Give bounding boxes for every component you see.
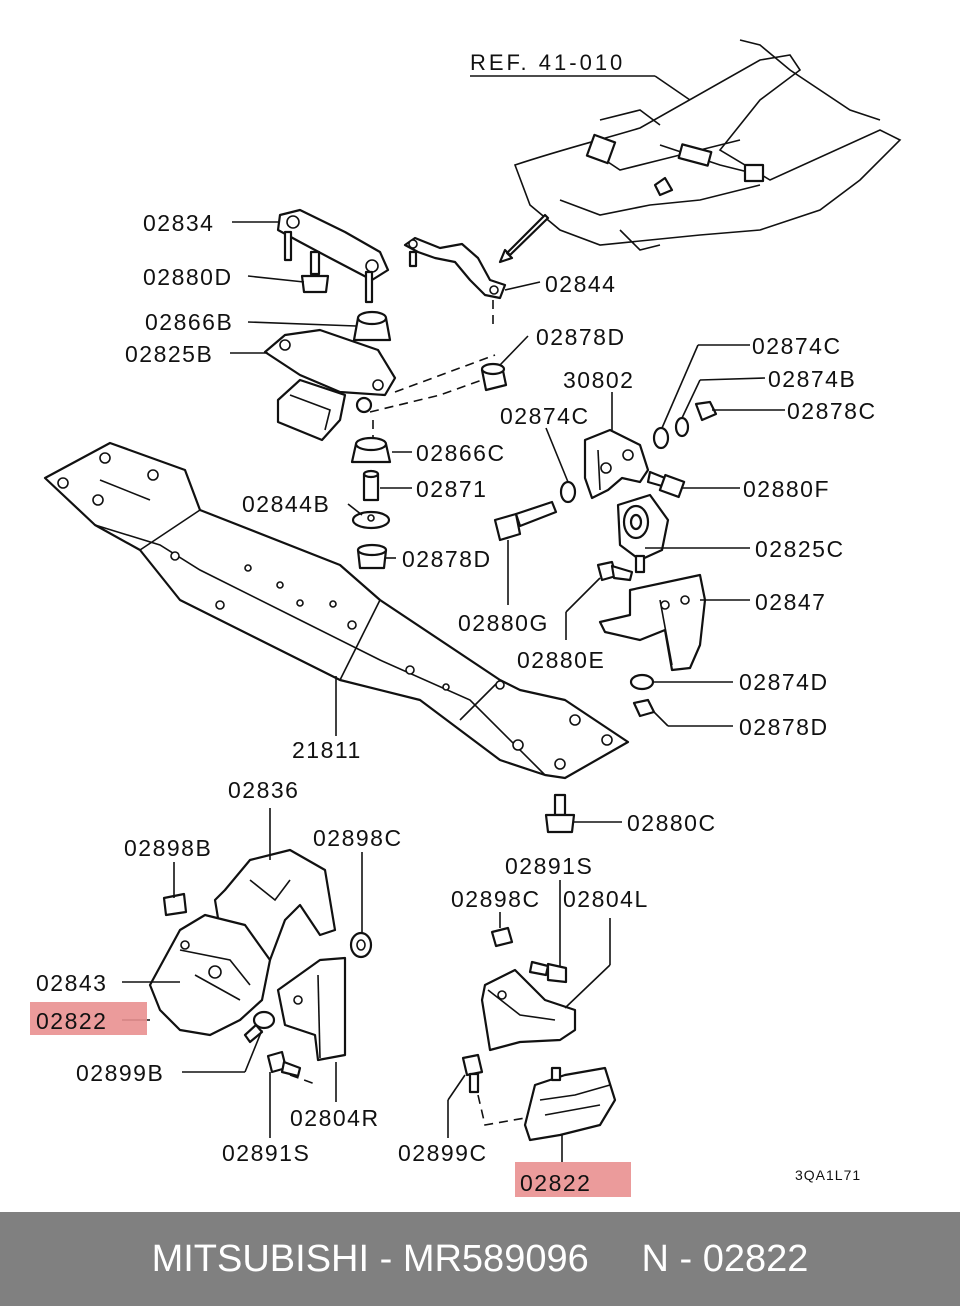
dashed-guide-5	[289, 1074, 319, 1086]
callout-02880C[interactable]: 02880C	[627, 810, 717, 836]
bolt-02880F	[646, 470, 686, 499]
callout-02804R[interactable]: 02804R	[290, 1105, 380, 1131]
bushing-02866B	[352, 310, 392, 342]
leader-lines	[122, 221, 785, 1162]
callout-02871[interactable]: 02871	[416, 476, 487, 502]
callout-02898C-left[interactable]: 02898C	[313, 825, 403, 851]
callout-02880G[interactable]: 02880G	[458, 610, 549, 636]
bolt-02880D	[300, 250, 330, 294]
footer-separator: -	[369, 1237, 403, 1280]
crossmember-21811	[43, 441, 630, 780]
bolt-02899C	[461, 1053, 484, 1094]
callout-02836[interactable]: 02836	[228, 777, 299, 803]
bolt-02880E	[596, 560, 634, 582]
spacer-02871	[362, 469, 380, 502]
callout-02874C-right[interactable]: 02874C	[752, 333, 842, 359]
dashed-guide-2	[394, 354, 496, 393]
nut-02878D-mid	[356, 543, 388, 570]
insulator-02825C	[616, 493, 670, 574]
bracket-30802	[583, 428, 650, 500]
nut-02898C-left	[349, 931, 373, 959]
callout-02843[interactable]: 02843	[36, 970, 107, 996]
bolt-02880C	[544, 793, 576, 834]
bracket-02844	[403, 236, 507, 300]
bolt-02891S-right	[528, 960, 568, 984]
callout-02898C-right[interactable]: 02898C	[451, 886, 541, 912]
callout-02899C[interactable]: 02899C	[398, 1140, 488, 1166]
crossmember-holes	[57, 452, 613, 770]
callout-02880E[interactable]: 02880E	[517, 647, 605, 673]
callout-02822-right[interactable]: 02822	[520, 1170, 591, 1196]
nut-02878D-low	[632, 698, 656, 718]
nut-02898C-right	[490, 926, 514, 948]
callout-02878C[interactable]: 02878C	[787, 398, 877, 424]
washer-02874D	[629, 673, 655, 691]
callout-02891S-right[interactable]: 02891S	[505, 853, 593, 879]
callout-02891S-left[interactable]: 02891S	[222, 1140, 310, 1166]
highlight-02822-left	[30, 1002, 147, 1035]
footer-position: N - 02822	[641, 1237, 809, 1280]
callout-02878D-low[interactable]: 02878D	[739, 714, 829, 740]
washer-02874C-left	[559, 480, 577, 504]
reference-label: REF. 41-010	[470, 50, 625, 75]
callout-02825B[interactable]: 02825B	[125, 341, 213, 367]
footer-bar: MITSUBISHI - MR589096 N - 02822	[0, 1212, 960, 1306]
highlight-02822-right	[515, 1162, 631, 1197]
callout-02866C[interactable]: 02866C	[416, 440, 506, 466]
washer-02844B	[351, 510, 391, 530]
callout-labels: 02834 02880D 02866B 02825B 02844 02878D …	[36, 210, 877, 1196]
insulator-02825B	[263, 328, 397, 442]
nut-02878C	[694, 400, 718, 422]
footer-brand: MITSUBISHI	[151, 1237, 370, 1280]
callout-30802[interactable]: 30802	[563, 367, 634, 393]
callout-02878D-top[interactable]: 02878D	[536, 324, 626, 350]
washer-02874B	[674, 416, 690, 438]
callout-02874D[interactable]: 02874D	[739, 669, 829, 695]
bushing-02866C	[350, 436, 392, 464]
callout-02874B[interactable]: 02874B	[768, 366, 856, 392]
callout-02880D[interactable]: 02880D	[143, 264, 233, 290]
callout-02844B[interactable]: 02844B	[242, 491, 330, 517]
bolt-02891S-left	[266, 1050, 302, 1078]
bracket-02834	[276, 208, 390, 304]
bolt-02880G	[493, 500, 558, 542]
nut-02878D-top	[480, 362, 508, 392]
callout-21811[interactable]: 21811	[292, 737, 362, 763]
washer-02874C-right	[652, 426, 670, 450]
frame-reference-illustration	[470, 39, 902, 264]
callout-02874C-left[interactable]: 02874C	[500, 403, 590, 429]
callout-02898B[interactable]: 02898B	[124, 835, 212, 861]
callout-02834[interactable]: 02834	[143, 210, 214, 236]
bolt-02899B	[243, 1010, 276, 1044]
mount-02822-right	[523, 1066, 617, 1142]
callout-02844[interactable]: 02844	[545, 271, 616, 297]
callout-02804L[interactable]: 02804L	[563, 886, 649, 912]
dashed-guide-6	[477, 1094, 526, 1126]
callout-02847[interactable]: 02847	[755, 589, 826, 615]
callout-02825C[interactable]: 02825C	[755, 536, 845, 562]
nut-02898B	[162, 892, 188, 917]
callout-02878D-mid[interactable]: 02878D	[402, 546, 492, 572]
callout-02880F[interactable]: 02880F	[743, 476, 830, 502]
bracket-02804L	[480, 968, 577, 1052]
callout-02899B[interactable]: 02899B	[76, 1060, 164, 1086]
callout-02822-left[interactable]: 02822	[36, 1008, 107, 1034]
bracket-02804R	[276, 956, 347, 1062]
footer-gap	[589, 1238, 642, 1281]
drawing-code: 3QA1L71	[795, 1167, 861, 1183]
callout-02866B[interactable]: 02866B	[145, 309, 233, 335]
bracket-02847	[598, 573, 707, 672]
parts-diagram: REF. 41-010	[30, 39, 902, 1197]
footer-part-number: MR589096	[402, 1237, 589, 1280]
mount-02822-left	[148, 913, 272, 1037]
